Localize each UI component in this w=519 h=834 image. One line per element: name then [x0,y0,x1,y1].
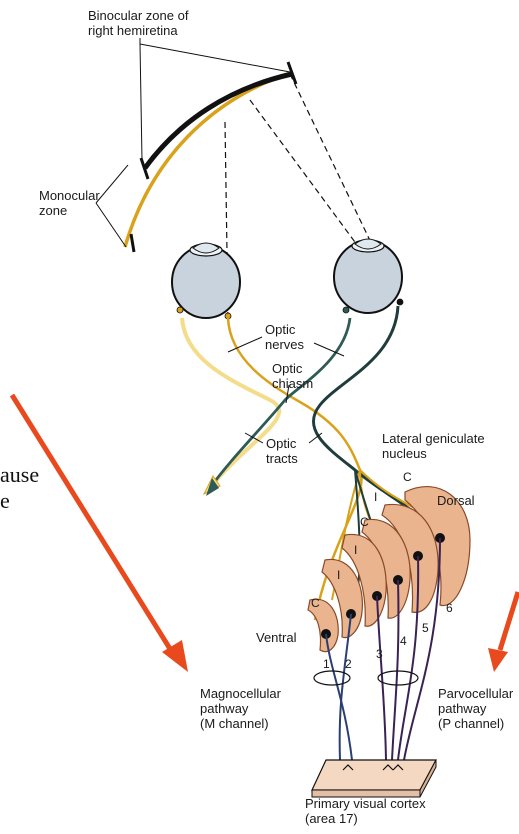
binocular-zone-label: Binocular zone of right hemiretina [88,8,188,38]
layer-marker: C [311,596,320,610]
left-eye [172,243,240,319]
layer-marker: C [403,470,412,484]
cortex-label: Primary visual cortex (area 17) [305,796,426,826]
parvocellular-label: Parvocellular pathway (P channel) [438,686,513,731]
optic-nerves-label: Optic nerves [265,322,304,352]
layer-number: 5 [422,621,429,635]
monocular-zone-label: Monocular zone [39,188,100,218]
layer-number: 2 [345,657,352,671]
bundle-rings [314,671,418,685]
layer-number: 6 [446,601,453,615]
layer-number: 4 [400,634,407,648]
layer-marker: I [354,543,357,557]
lgn-layers [308,487,470,652]
optic-chiasm-label: Optic chiasm [272,361,313,391]
layer-number: 3 [376,647,383,661]
cortex-slab [312,760,436,797]
magnocellular-label: Magnocellular pathway (M channel) [200,686,281,731]
layer-marker: C [360,515,369,529]
layer-number: 1 [323,657,330,671]
ventral-label: Ventral [256,630,296,645]
partial-text: ause e [0,462,39,514]
optic-tracts-label: Optic tracts [266,436,298,466]
lgn-label: Lateral geniculate nucleus [382,431,485,461]
label-leaders [96,38,290,247]
dorsal-label: Dorsal [437,493,475,508]
layer-marker: I [337,568,340,582]
retina-arc [125,62,296,252]
right-eye [334,239,403,313]
layer-marker: I [374,490,377,504]
